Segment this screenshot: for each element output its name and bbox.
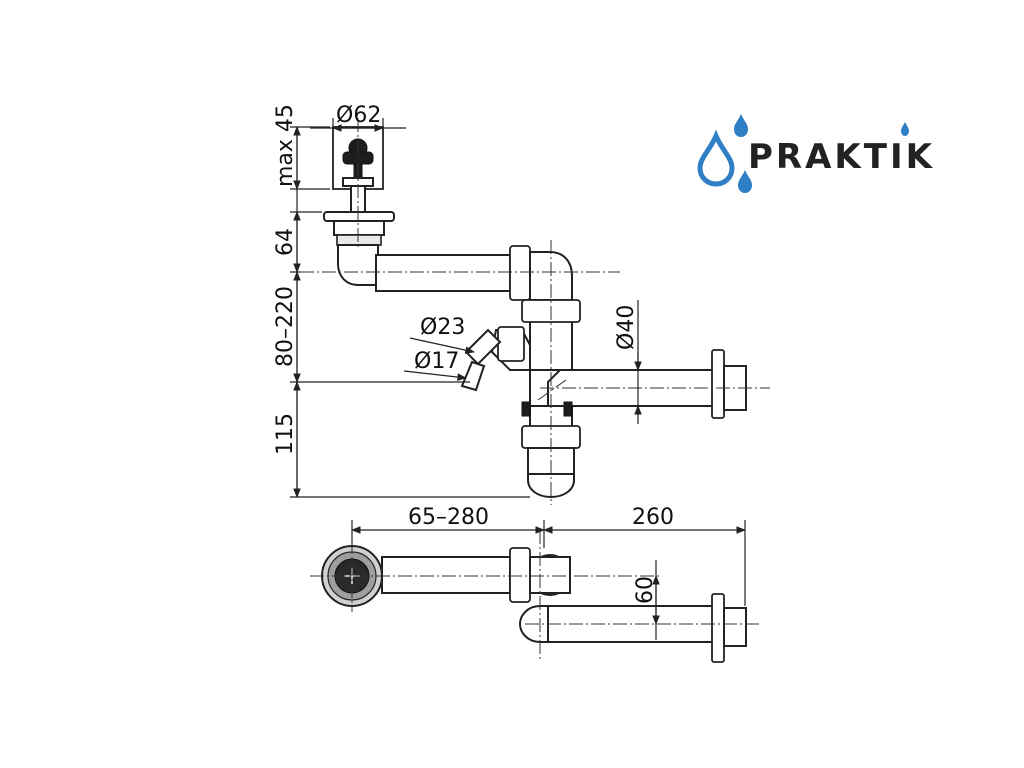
dim-diameter-17: Ø17	[414, 349, 459, 374]
top-dimensions: 65–280 260 60	[351, 505, 746, 640]
front-view	[300, 118, 770, 505]
drop-small-bottom-icon	[738, 170, 752, 193]
hose-connector	[460, 326, 531, 392]
dim-64: 64	[273, 228, 298, 256]
dim-diameter-23: Ø23	[420, 315, 465, 340]
drop-large-icon	[697, 129, 735, 187]
dim-115: 115	[273, 413, 298, 455]
dim-65-280: 65–280	[408, 505, 489, 530]
dim-80-220: 80–220	[273, 286, 298, 367]
dim-diameter-40: Ø40	[614, 305, 639, 350]
dim-diameter-62: Ø62	[336, 103, 381, 128]
drop-tiny-icon	[901, 122, 909, 136]
dim-260: 260	[632, 505, 674, 530]
dim-60: 60	[633, 576, 658, 604]
praktik-logo: PRAKTIK	[697, 114, 935, 193]
brand-name: PRAKTIK	[748, 137, 935, 177]
front-dimensions: max 45 64 80–220 115 Ø62 Ø23 Ø17 Ø40	[273, 103, 642, 498]
drop-small-top-icon	[734, 114, 748, 137]
dim-max-45: max 45	[273, 104, 298, 187]
top-view	[310, 530, 760, 663]
